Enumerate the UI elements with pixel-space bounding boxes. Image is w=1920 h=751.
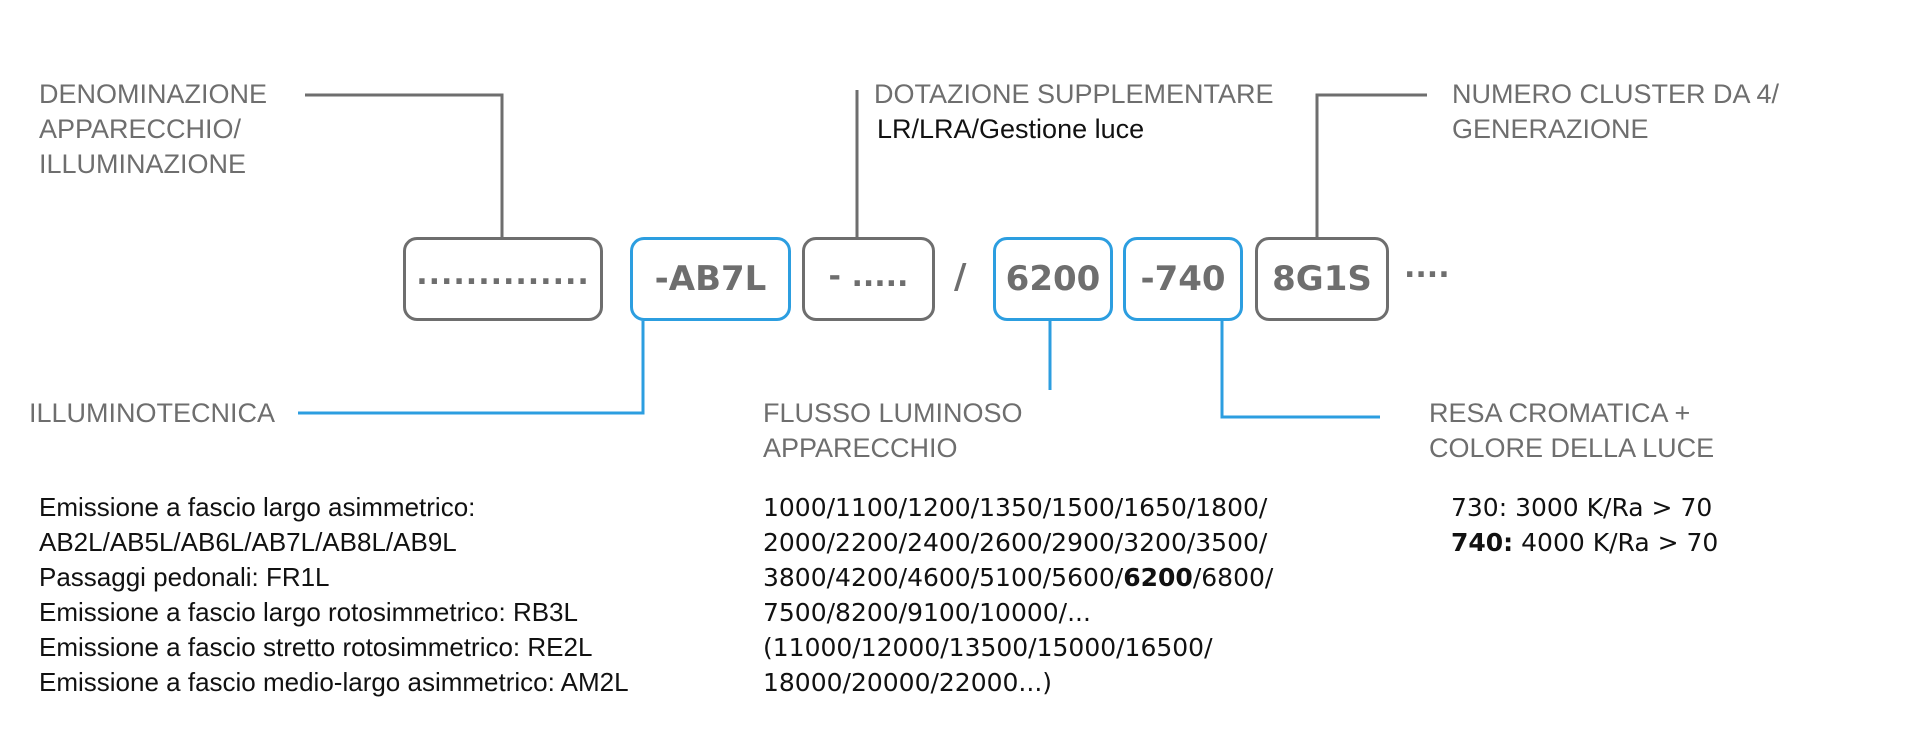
code-extra: - ..... bbox=[828, 258, 909, 294]
resa-item: 740: 4000 K/Ra > 70 bbox=[1451, 525, 1718, 560]
resa-item2-desc: 4000 K/Ra > 70 bbox=[1513, 528, 1719, 557]
code-box-color: -740 bbox=[1123, 237, 1243, 321]
label-denominazione-line3: ILLUMINAZIONE bbox=[39, 149, 247, 179]
connector-cluster bbox=[1315, 93, 1427, 237]
label-denominazione-line1: DENOMINAZIONE bbox=[39, 79, 268, 109]
flusso-line: 1000/1100/1200/1350/1500/1650/1800/ bbox=[763, 493, 1268, 522]
flusso-line: (11000/12000/13500/15000/16500/ bbox=[763, 633, 1213, 662]
flusso-line: 7500/8200/9100/10000/... bbox=[763, 598, 1091, 627]
label-cluster-line2: GENERAZIONE bbox=[1452, 114, 1649, 144]
list-item: AB2L/AB5L/AB6L/AB7L/AB8L/AB9L bbox=[39, 527, 457, 557]
flusso-line: 18000/20000/22000...) bbox=[763, 668, 1053, 697]
resa-list: 730: 3000 K/Ra > 70 740: 4000 K/Ra > 70 bbox=[1451, 490, 1718, 560]
code-trailing-dots: .... bbox=[1404, 250, 1450, 285]
code-color: -740 bbox=[1140, 259, 1226, 299]
flusso-line3-highlight: 6200 bbox=[1123, 563, 1193, 592]
list-item: Emissione a fascio medio-largo asimmetri… bbox=[39, 667, 629, 697]
connector-denominazione bbox=[305, 93, 504, 237]
label-flusso-line1: FLUSSO LUMINOSO bbox=[763, 398, 1023, 428]
label-denominazione: DENOMINAZIONE APPARECCHIO/ ILLUMINAZIONE bbox=[39, 77, 267, 182]
list-item: Emissione a fascio stretto rotosimmetric… bbox=[39, 632, 593, 662]
connector-illuminotecnica bbox=[298, 321, 645, 415]
code-flux: 6200 bbox=[1005, 259, 1101, 299]
code-name-dots: .............. bbox=[416, 256, 590, 292]
resa-item: 730: 3000 K/Ra > 70 bbox=[1451, 493, 1713, 522]
code-optic: -AB7L bbox=[654, 259, 767, 299]
label-dotazione: DOTAZIONE SUPPLEMENTARE LR/LRA/Gestione … bbox=[874, 77, 1274, 147]
label-cluster-line1: NUMERO CLUSTER DA 4/ bbox=[1452, 79, 1780, 109]
label-flusso-line2: APPARECCHIO bbox=[763, 433, 958, 463]
code-cluster: 8G1S bbox=[1272, 259, 1372, 299]
label-resa: RESA CROMATICA + COLORE DELLA LUCE bbox=[1429, 396, 1714, 466]
code-box-extra: - ..... bbox=[802, 237, 935, 321]
list-item: Passaggi pedonali: FR1L bbox=[39, 562, 330, 592]
flusso-list: 1000/1100/1200/1350/1500/1650/1800/ 2000… bbox=[763, 490, 1273, 700]
flusso-line3-post: /6800/ bbox=[1192, 563, 1274, 592]
label-cluster: NUMERO CLUSTER DA 4/ GENERAZIONE bbox=[1452, 77, 1779, 147]
label-resa-line2: COLORE DELLA LUCE bbox=[1429, 433, 1715, 463]
code-box-name: .............. bbox=[403, 237, 603, 321]
list-item: Emissione a fascio largo rotosimmetrico:… bbox=[39, 597, 578, 627]
flusso-line3-pre: 3800/4200/4600/5100/5600/ bbox=[763, 563, 1124, 592]
connector-resa bbox=[1220, 321, 1380, 419]
code-box-cluster: 8G1S bbox=[1255, 237, 1389, 321]
list-item: Emissione a fascio largo asimmetrico: bbox=[39, 492, 476, 522]
resa-item2-code: 740: bbox=[1451, 528, 1514, 557]
label-resa-line1: RESA CROMATICA + bbox=[1429, 398, 1691, 428]
illuminotecnica-list: Emissione a fascio largo asimmetrico: AB… bbox=[39, 490, 629, 700]
label-denominazione-line2: APPARECCHIO/ bbox=[39, 114, 242, 144]
code-slash: / bbox=[954, 257, 967, 297]
code-box-optic: -AB7L bbox=[630, 237, 791, 321]
label-illuminotecnica: ILLUMINOTECNICA bbox=[29, 398, 276, 428]
code-box-flux: 6200 bbox=[993, 237, 1113, 321]
label-dotazione-sub: LR/LRA/Gestione luce bbox=[877, 114, 1145, 144]
label-flusso: FLUSSO LUMINOSO APPARECCHIO bbox=[763, 396, 1023, 466]
flusso-line: 2000/2200/2400/2600/2900/3200/3500/ bbox=[763, 528, 1268, 557]
flusso-line: 3800/4200/4600/5100/5600/6200/6800/ bbox=[763, 560, 1273, 595]
label-dotazione-title: DOTAZIONE SUPPLEMENTARE bbox=[874, 79, 1274, 109]
